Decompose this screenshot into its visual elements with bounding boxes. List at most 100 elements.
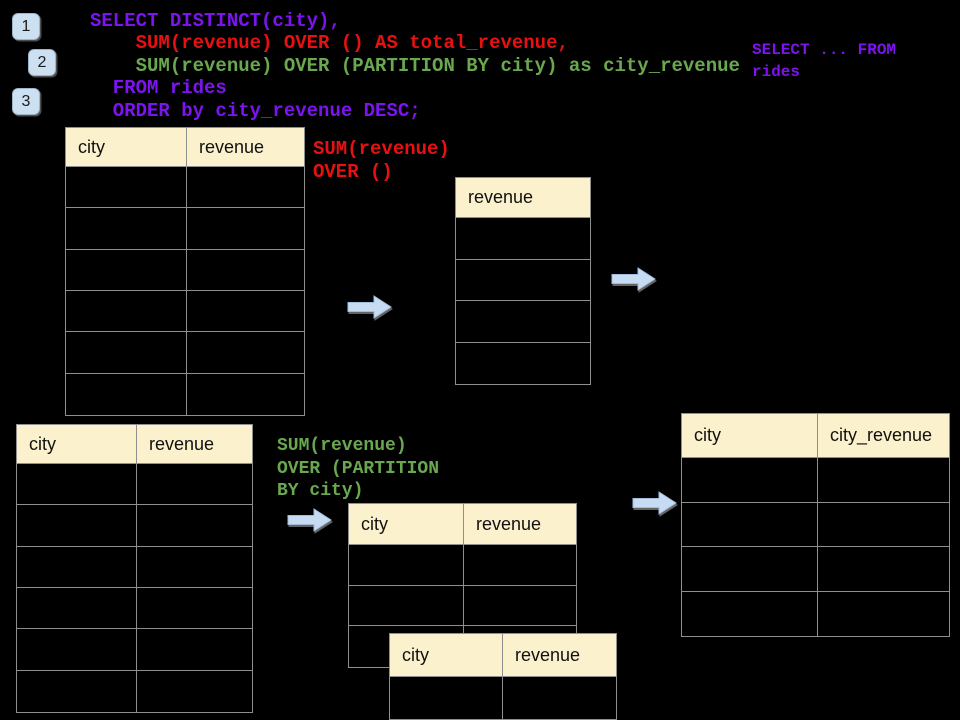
table-cell [503,677,616,720]
column-header-revenue: revenue [456,178,590,218]
arrow-right-icon [632,490,678,516]
table-total-revenue: revenue [455,177,591,385]
column-header-city: city [66,128,187,167]
table-cell [137,671,252,712]
sql-query-code: SELECT DISTINCT(city), SUM(revenue) OVER… [90,10,740,122]
table-cell [66,167,187,209]
code-line-city-revenue: SUM(revenue) OVER (PARTITION BY city) as… [90,54,740,77]
table-cell [818,592,949,637]
table-cell [137,629,252,671]
table-partition-step-front: city revenue [389,633,617,720]
table-row [66,373,304,415]
column-header-city: city [390,634,503,677]
code-line-total-revenue: SUM(revenue) OVER () AS total_revenue, [90,32,569,55]
table-cell [17,505,137,547]
table-cell [66,208,187,250]
table-row [390,677,616,720]
table-row [682,502,949,547]
table-cell [137,547,252,588]
table-cell [682,458,818,503]
step-badge-1: 1 [12,13,40,40]
table-header-row: city revenue [66,128,304,167]
table-row [456,218,590,260]
table-header-row: city revenue [17,425,252,464]
table-cell [187,291,304,333]
table-cell [818,547,949,592]
table-cell [17,587,137,630]
column-header-revenue: revenue [503,634,616,677]
table-cell [349,585,464,627]
table-cell [349,545,464,586]
column-header-revenue: revenue [464,504,576,545]
table-cell [456,218,590,260]
table-cell [17,629,137,671]
table-cell [187,167,304,209]
table-cell [456,260,590,301]
table-cell [456,343,590,385]
table-cell [818,458,949,503]
table-cell [456,301,590,343]
column-header-revenue: revenue [187,128,304,167]
table-cell [187,250,304,291]
label-sum-over-partition: SUM(revenue) OVER (PARTITION BY city) [277,436,440,501]
table-cell [818,503,949,547]
table-cell [66,373,187,415]
table-row [17,505,252,547]
table-row [349,545,576,586]
table-row [456,343,590,385]
table-row [682,458,949,503]
table-source-rides-bottom: city revenue [16,424,253,713]
table-row [66,249,304,291]
table-row [66,167,304,209]
table-cell [187,332,304,374]
table-cell [66,249,187,291]
table-row [17,587,252,630]
table-header-row: city city_revenue [682,414,949,458]
step-badge-2: 2 [28,49,56,76]
table-cell [17,546,137,588]
table-row [17,629,252,671]
table-row [66,290,304,333]
table-city-revenue-result: city city_revenue [681,413,950,637]
table-cell [17,464,137,506]
table-row [456,260,590,301]
table-cell [464,586,576,627]
arrow-right-icon [611,266,657,292]
table-cell [187,208,304,250]
code-line-from: FROM rides [90,77,227,100]
arrow-right-icon [347,294,393,320]
table-row [17,464,252,506]
table-row [17,546,252,588]
table-cell [464,545,576,586]
table-row [682,591,949,637]
table-row [349,585,576,627]
table-row [456,301,590,343]
column-header-city: city [682,414,818,458]
column-header-revenue: revenue [137,425,252,464]
step-badge-3: 3 [12,88,40,115]
code-line-order-by: ORDER by city_revenue DESC; [90,99,421,122]
table-cell [17,670,137,712]
table-source-rides-top: city revenue [65,127,305,416]
table-row [17,670,252,712]
table-cell [137,588,252,630]
table-header-row: city revenue [349,504,576,545]
column-header-city: city [17,425,137,464]
table-cell [187,374,304,415]
table-cell [137,464,252,506]
table-row [66,332,304,374]
table-partition-step: city revenue [348,503,577,668]
column-header-city: city [349,504,464,545]
table-cell [682,547,818,592]
table-cell [66,290,187,333]
label-sum-over-all: SUM(revenue) OVER () [313,138,450,183]
table-cell [66,332,187,374]
table-cell [137,505,252,547]
table-header-row: revenue [456,178,590,218]
table-cell [390,677,503,720]
table-cell [682,502,818,547]
column-header-city-revenue: city_revenue [818,414,949,458]
table-row [682,547,949,592]
arrow-right-icon [287,507,333,533]
